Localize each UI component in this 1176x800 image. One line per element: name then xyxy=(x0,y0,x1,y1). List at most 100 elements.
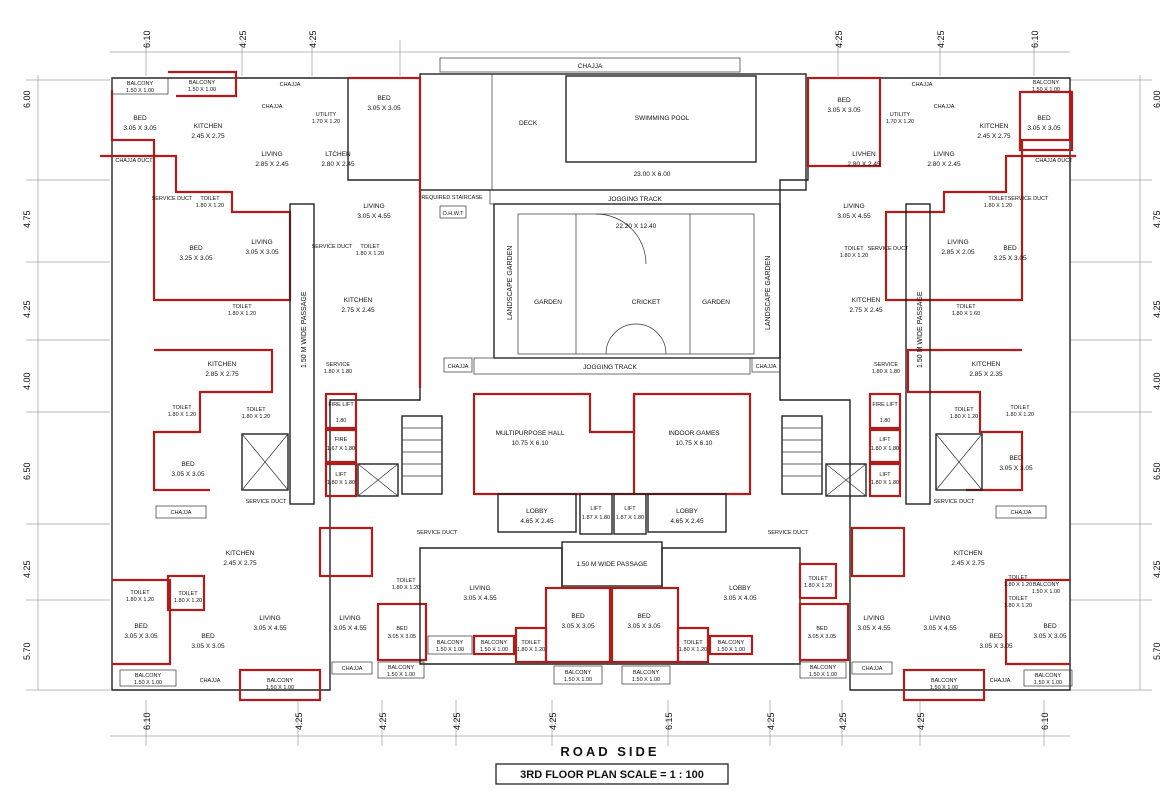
lift-2-size: 1.87 X 1.80 xyxy=(616,515,644,521)
r-balcony2: BALCONY xyxy=(1033,582,1060,588)
r-toilet4: TOILET xyxy=(954,407,974,413)
garden-left-label: GARDEN xyxy=(534,299,562,306)
cs-bed-right: BED xyxy=(637,613,651,620)
l-passage: 1.50 M WIDE PASSAGE xyxy=(301,291,308,368)
r-service-size: 1.80 X 1.80 xyxy=(872,369,900,375)
dim-bottom-10: 6.10 xyxy=(1040,712,1050,730)
road-side-label: ROAD SIDE xyxy=(560,744,659,759)
r-bed4: BED xyxy=(1009,455,1023,462)
l-living5: LIVING xyxy=(339,615,360,622)
l-lift: LIFT xyxy=(335,472,347,478)
r-living4-size: 3.05 X 4.55 xyxy=(857,625,891,632)
cs-balcony-rr-size: 1.50 X 1.00 xyxy=(717,647,745,653)
l-toilet2: TOILET xyxy=(232,304,252,310)
r-toilet8: TOILET xyxy=(1008,575,1028,581)
dim-bottom-3: 4.25 xyxy=(378,712,388,730)
l-balcony1-size: 1.50 X 1.00 xyxy=(126,88,154,94)
l-service: SERVICE xyxy=(326,362,350,368)
dim-left-7: 5.70 xyxy=(22,642,32,660)
r-balcony1: BALCONY xyxy=(1033,80,1060,86)
l-bed2: BED xyxy=(377,95,391,102)
dim-top-2: 4.25 xyxy=(238,30,248,48)
dim-right-3: 4.25 xyxy=(1152,300,1162,318)
dim-left-5: 6.50 xyxy=(22,462,32,480)
dim-left-2: 4.75 xyxy=(22,210,32,228)
r-living3-size: 2.85 X 2.05 xyxy=(941,249,975,256)
r-living5: LIVING xyxy=(929,615,950,622)
lift-2-label: LIFT xyxy=(624,506,636,512)
dim-left-3: 4.25 xyxy=(22,300,32,318)
r-service-duct4: SERVICE DUCT xyxy=(768,530,809,536)
r-living2: LIVING xyxy=(843,203,864,210)
l-toilet5: TOILET xyxy=(246,407,266,413)
r-kitchen1-size: 2.45 X 2.75 xyxy=(977,133,1011,140)
r-bed2: BED xyxy=(1037,115,1051,122)
cs-toilet-left: TOILET xyxy=(521,640,541,646)
dim-bottom-6: 6.15 xyxy=(664,712,674,730)
dim-right-5: 6.50 xyxy=(1152,462,1162,480)
l-ltchen: LTCHEN xyxy=(325,151,351,158)
l-kitchen3-size: 2.85 X 2.75 xyxy=(205,371,239,378)
ground-size-label: 22.20 X 12.40 xyxy=(616,223,657,230)
l-living2-size: 3.05 X 4.55 xyxy=(357,213,391,220)
l-kitchen2-size: 2.75 X 2.45 xyxy=(341,307,375,314)
l-toilet3: TOILET xyxy=(360,244,380,250)
pool-size-label: 23.00 X 6.00 xyxy=(634,171,671,178)
cs-bed-right-size: 3.05 X 3.05 xyxy=(627,623,661,630)
l-fire-lift: FIRE LIFT xyxy=(328,402,354,408)
r-bed4-size: 3.05 X 3.05 xyxy=(999,465,1033,472)
l-fire-lift-size: 1.80 xyxy=(336,418,347,424)
r-kitchen3-size: 2.85 X 2.35 xyxy=(969,371,1003,378)
l-balcony1: BALCONY xyxy=(127,81,154,87)
l-service-duct3: SERVICE DUCT xyxy=(246,499,287,505)
r-balcony5: BALCONY xyxy=(1035,673,1062,679)
r-toilet2-size: 1.80 X 1.20 xyxy=(840,253,868,259)
l-toilet7-size: 1.80 X 1.20 xyxy=(392,585,420,591)
dim-left-6: 4.25 xyxy=(22,560,32,578)
landscape-garden-left: LANDSCAPE GARDEN xyxy=(507,246,514,320)
r-toilet3: TOILET xyxy=(956,304,976,310)
dim-top-5: 4.25 xyxy=(936,30,946,48)
jogging-track-bottom: JOGGING TRACK xyxy=(583,364,637,371)
r-balcony4-size: 1.50 X 1.00 xyxy=(930,685,958,691)
r-bed3: BED xyxy=(1003,245,1017,252)
l-service-duct1: SERVICE DUCT xyxy=(152,196,193,202)
cs-living: LIVING xyxy=(469,585,490,592)
mph-size: 10.75 X 6.10 xyxy=(512,440,549,447)
cs-toilet-left-size: 1.80 X 1.20 xyxy=(517,647,545,653)
l-toilet1-size: 1.80 X 1.20 xyxy=(196,203,224,209)
cs-balcony-right: BALCONY xyxy=(633,670,660,676)
r-kitchen3: KITCHEN xyxy=(972,361,1001,368)
lift-1-size: 1.87 X 1.80 xyxy=(582,515,610,521)
lobby-right-label: LOBBY xyxy=(676,508,698,515)
center-passage-label: 1.50 M WIDE PASSAGE xyxy=(576,561,648,568)
cs-living-size: 3.05 X 4.55 xyxy=(463,595,497,602)
r-balcony3-size: 1.50 X 1.00 xyxy=(809,672,837,678)
cricket-label: CRICKET xyxy=(632,299,661,306)
l-kitchen4-size: 2.45 X 2.75 xyxy=(223,560,257,567)
ohwt-label: O.H.W.T xyxy=(442,211,464,217)
r-living1: LIVING xyxy=(933,151,954,158)
l-bed4: BED xyxy=(181,461,195,468)
l-toilet1: TOILET xyxy=(200,196,220,202)
r-lift1: LIFT xyxy=(879,437,891,443)
l-fire: FIRE xyxy=(335,437,348,443)
l-balcony6-size: 1.50 X 1.00 xyxy=(436,647,464,653)
cs-toilet-right-size: 1.80 X 1.20 xyxy=(679,647,707,653)
l-ltchen-size: 2.80 X 2.45 xyxy=(321,161,355,168)
r-lift2: LIFT xyxy=(879,472,891,478)
l-toilet8-size: 1.80 X 1.20 xyxy=(126,597,154,603)
cs-balcony-rr: BALCONY xyxy=(718,640,745,646)
garden-right-label: GARDEN xyxy=(702,299,730,306)
chajja-center-left: CHAJJA xyxy=(448,364,469,370)
l-bed6-size: 3.05 X 3.05 xyxy=(191,643,225,650)
l-chajja3: CHAJJA xyxy=(171,510,192,516)
l-kitchen2: KITCHEN xyxy=(344,297,373,304)
l-bed5: BED xyxy=(134,623,148,630)
dim-left-4: 4.00 xyxy=(22,372,32,390)
right-wing: CHAJJA CHAJJA BALCONY 1.50 X 1.00 BED 3.… xyxy=(768,76,1076,702)
dim-bottom-9: 4.25 xyxy=(916,712,926,730)
dim-bottom-5: 4.25 xyxy=(548,712,558,730)
r-chajja1: CHAJJA xyxy=(912,82,933,88)
l-living5-size: 3.05 X 4.55 xyxy=(333,625,367,632)
